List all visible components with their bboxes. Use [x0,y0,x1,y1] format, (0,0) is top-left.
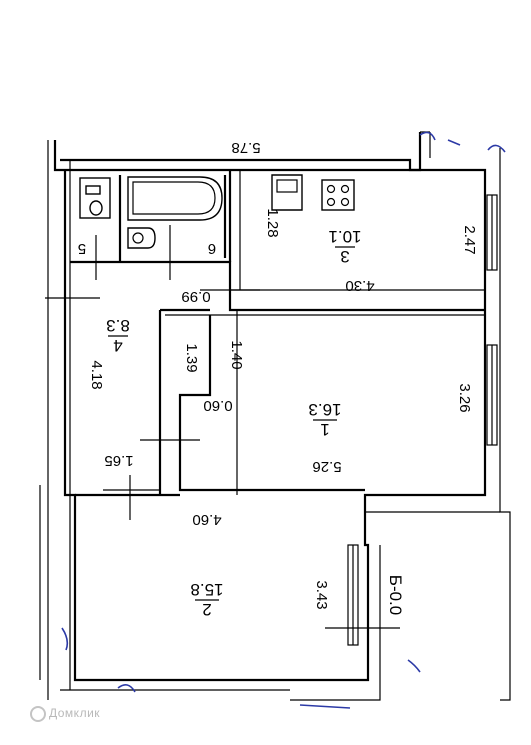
exterior-walls [39,131,511,701]
watermark-text: Домклик [49,706,101,721]
room-1-number: 1 [320,420,329,439]
dim-kitchen-bottom: 4.30 [345,277,374,294]
dim-kitchen-height: 1.28 [264,208,281,237]
windows [325,194,498,646]
room-1-area: 16.3 [308,400,341,419]
toilet-icon [79,177,111,219]
dim-wall-140: 1.40 [228,340,245,369]
dimension-lines [45,225,260,520]
dimension-labels: 5.78 1.28 2.47 4.30 0.99 4.18 1.39 1.40 … [88,139,478,615]
room-3-area: 10.1 [328,227,361,246]
room-4-number: 4 [113,336,122,355]
level-marker: Б-0.0 [386,575,405,615]
kitchen-sink-icon [271,174,303,211]
dim-doorway: 0.99 [181,288,210,305]
sink-icon [127,227,156,249]
dim-top-width: 5.78 [231,139,260,156]
interior-walls [70,170,485,497]
watermark-logo-icon [30,706,46,722]
dim-hall-bottom: 1.65 [104,452,133,469]
dim-hall-height: 4.18 [88,360,105,389]
dim-kitchen-right: 2.47 [461,225,478,254]
room-2-area: 15.8 [190,580,223,599]
dim-corridor: 1.39 [183,343,200,372]
bath-5-label: 5 [78,240,86,257]
watermark: Домклик [30,706,100,722]
dim-niche: 0.60 [203,397,232,414]
stove-icon [321,179,355,211]
dim-room1-bottom: 5.26 [312,458,341,475]
room-3-number: 3 [340,247,349,266]
room-2-number: 2 [202,600,211,619]
dim-room2-top: 4.60 [192,511,221,528]
fixtures [79,174,355,249]
room-4-area: 8.3 [106,316,130,335]
dim-room2-right: 3.43 [313,580,330,609]
room-labels: 3 10.1 4 8.3 1 16.3 2 15.8 5 6 [78,227,362,619]
blue-scribbles [61,131,506,709]
bathtub-icon [127,176,223,221]
dim-room1-right: 3.26 [456,383,473,412]
bath-6-label: 6 [208,240,216,257]
